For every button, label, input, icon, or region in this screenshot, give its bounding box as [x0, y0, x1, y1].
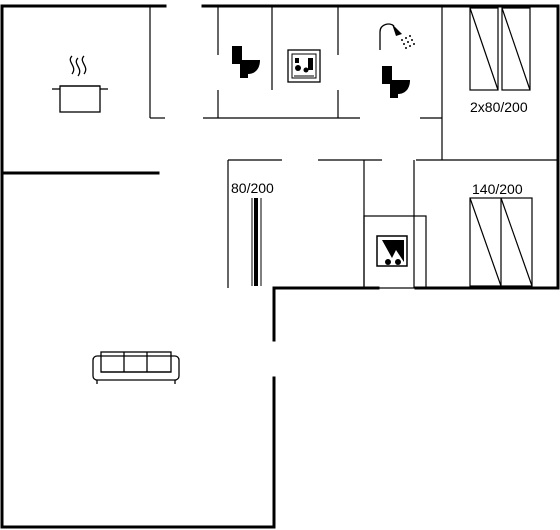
bed-label-80: 80/200: [231, 180, 274, 196]
bed-double: [469, 197, 533, 287]
sofa-icon: [92, 351, 180, 384]
twin-beds: [469, 7, 531, 91]
walls: [0, 4, 560, 529]
bed-80: [251, 198, 262, 286]
bed-single-2: [501, 7, 531, 91]
bed-label-140: 140/200: [472, 181, 523, 197]
bed-label-2x80: 2x80/200: [470, 99, 528, 115]
bed-single-1: [469, 7, 499, 91]
fireplace-icon: [363, 215, 427, 289]
washing-machine-icon: [287, 49, 321, 83]
shower-icon: [379, 23, 415, 50]
cooking-pot-icon: [52, 55, 108, 113]
toilet-icon: [232, 46, 260, 78]
toilet-icon: [382, 66, 410, 98]
